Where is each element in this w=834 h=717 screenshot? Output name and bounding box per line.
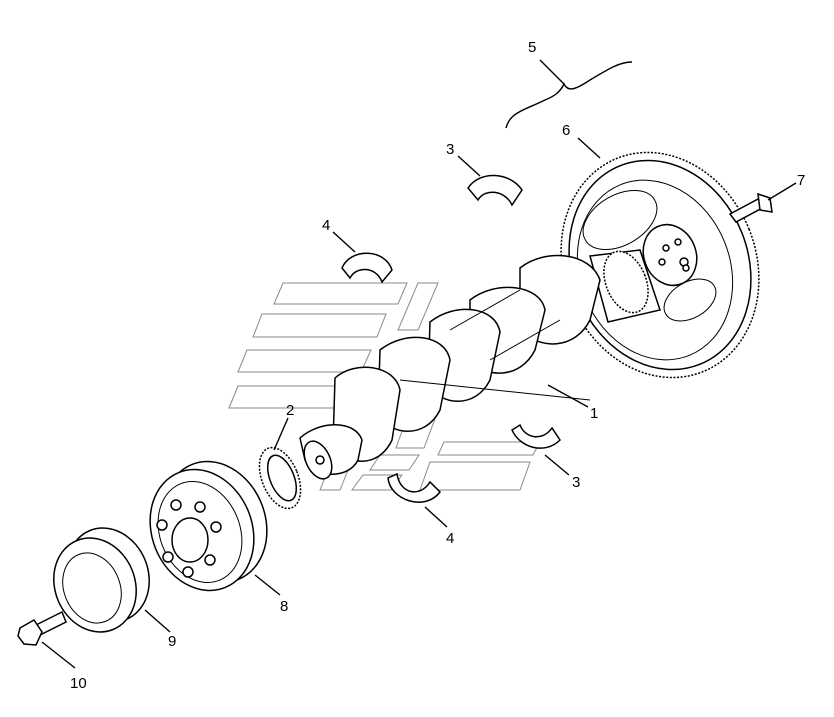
callout-4-upper: 4 — [322, 217, 330, 234]
auxiliary-pulley — [53, 527, 150, 633]
damper-pulley — [149, 460, 268, 592]
group-brace — [505, 61, 633, 129]
flywheel-bolt — [728, 192, 773, 223]
callout-1: 1 — [590, 405, 598, 422]
crankshaft — [299, 249, 661, 480]
bearing-shell-upper — [467, 174, 523, 207]
callout-6: 6 — [562, 122, 570, 139]
callout-7: 7 — [797, 172, 805, 189]
thrust-washer-lower — [387, 472, 441, 503]
callout-3-upper: 3 — [446, 141, 454, 158]
leader-lines — [41, 59, 797, 669]
callout-3-lower: 3 — [572, 474, 580, 491]
pulley-bolt — [17, 610, 67, 646]
thrust-washer-upper — [341, 252, 393, 284]
callout-5: 5 — [528, 39, 536, 56]
callout-2: 2 — [286, 402, 294, 419]
timing-gear — [258, 446, 302, 510]
bearing-shell-lower — [511, 423, 561, 449]
callout-4-lower: 4 — [446, 530, 454, 547]
callout-10: 10 — [70, 675, 87, 692]
callout-8: 8 — [280, 598, 288, 615]
callout-9: 9 — [168, 633, 176, 650]
